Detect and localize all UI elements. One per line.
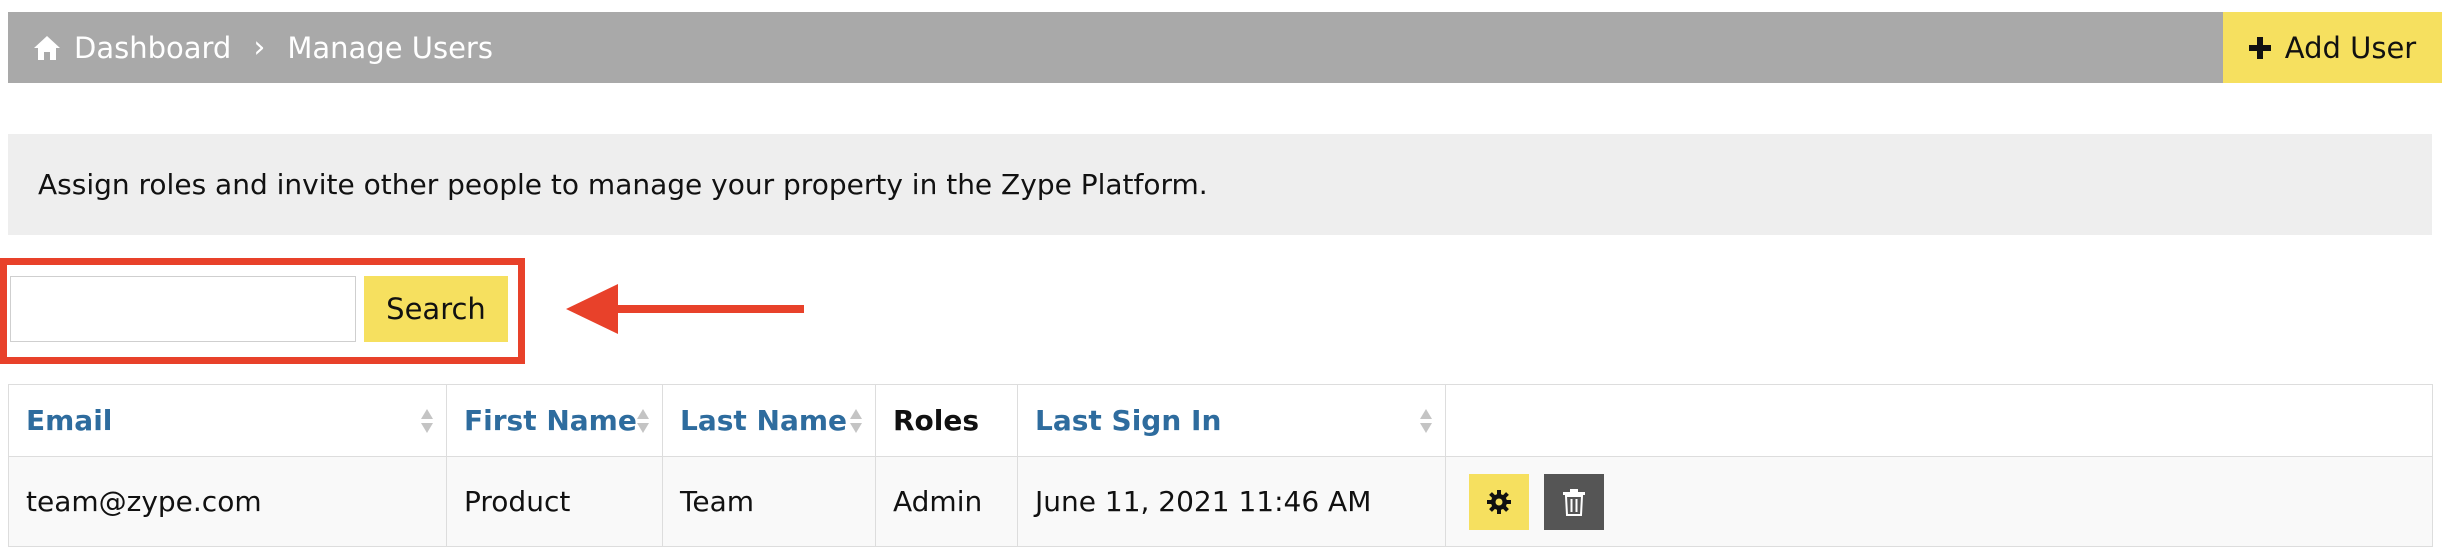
breadcrumb: Dashboard › Manage Users xyxy=(32,12,493,83)
column-header-first-name[interactable]: First Name xyxy=(446,384,663,457)
column-header-actions xyxy=(1445,384,2433,457)
top-bar: Dashboard › Manage Users Add User xyxy=(8,12,2442,83)
breadcrumb-current: Manage Users xyxy=(287,30,493,65)
info-text: Assign roles and invite other people to … xyxy=(38,168,1208,201)
table-header-row: Email First Name Last Name Roles xyxy=(8,384,2433,457)
sort-icon xyxy=(1420,409,1432,433)
edit-user-button[interactable] xyxy=(1469,473,1529,530)
search-input[interactable] xyxy=(10,276,356,342)
cell-first-name: Product xyxy=(446,456,663,547)
breadcrumb-dashboard-link[interactable]: Dashboard xyxy=(74,30,232,65)
cell-roles: Admin xyxy=(875,456,1018,547)
column-header-roles: Roles xyxy=(875,384,1018,457)
info-message: Assign roles and invite other people to … xyxy=(8,134,2432,235)
cell-actions xyxy=(1445,456,2433,547)
column-header-last-name[interactable]: Last Name xyxy=(662,384,876,457)
gear-icon xyxy=(1487,489,1511,514)
delete-user-button[interactable] xyxy=(1543,473,1604,530)
column-header-email[interactable]: Email xyxy=(8,384,447,457)
add-user-button[interactable]: Add User xyxy=(2223,12,2442,83)
sort-icon xyxy=(421,409,433,433)
breadcrumb-separator: › xyxy=(253,30,266,65)
search-highlight-box xyxy=(0,258,525,364)
trash-icon xyxy=(1562,488,1585,516)
home-icon xyxy=(34,35,60,60)
cell-last-name: Team xyxy=(662,456,876,547)
plus-icon xyxy=(2248,36,2271,59)
sort-icon xyxy=(637,409,649,433)
cell-last-sign-in: June 11, 2021 11:46 AM xyxy=(1017,456,1446,547)
sort-icon xyxy=(850,409,862,433)
cell-email: team@zype.com xyxy=(8,456,447,547)
arrow-left-icon xyxy=(566,284,804,334)
search-button[interactable]: Search xyxy=(364,276,508,342)
table-row: team@zype.com Product Team Admin June 11… xyxy=(8,456,2433,547)
add-user-label: Add User xyxy=(2284,30,2417,65)
column-header-last-sign-in[interactable]: Last Sign In xyxy=(1017,384,1446,457)
users-table: Email First Name Last Name Roles xyxy=(8,384,2433,547)
